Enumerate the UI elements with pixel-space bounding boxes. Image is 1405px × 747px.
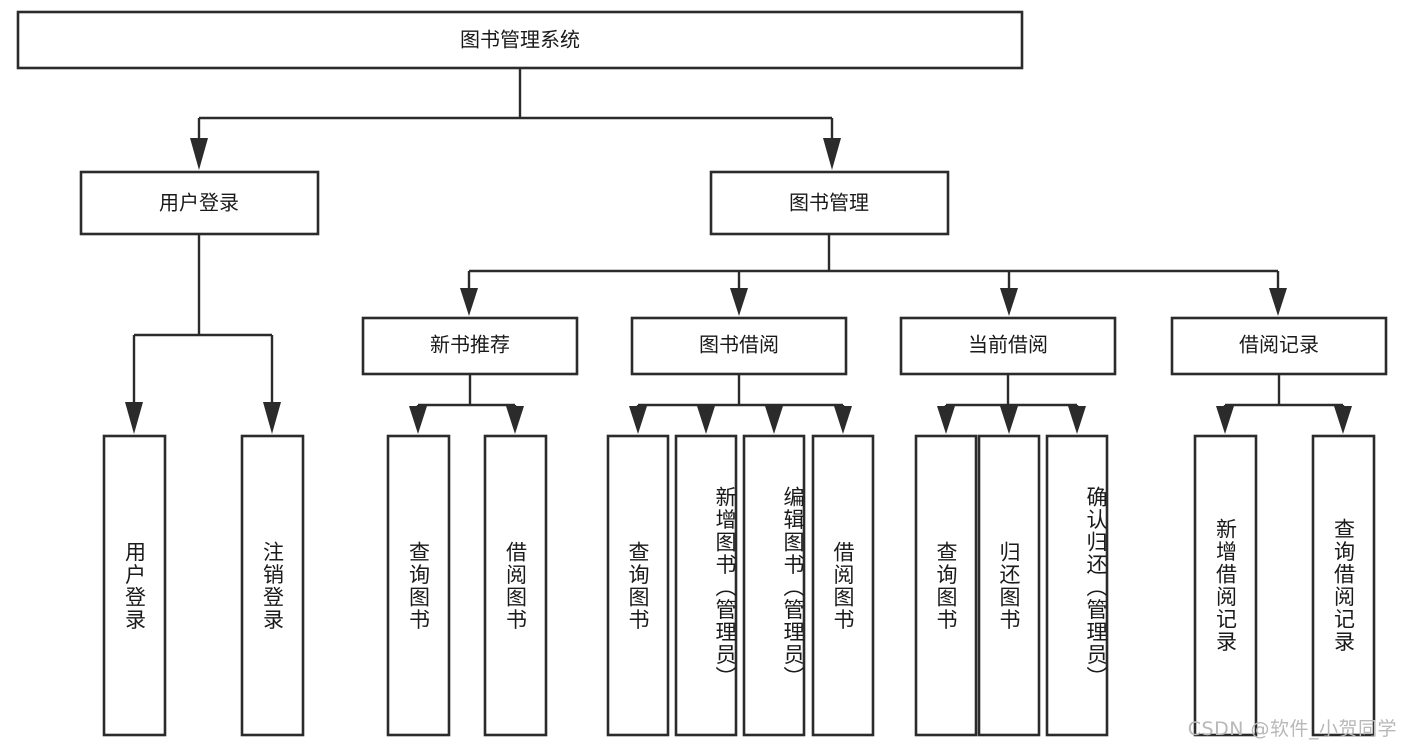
- node-new-book-recommend[interactable]: 新书推荐: [361, 316, 579, 376]
- arrow-icon: [765, 406, 783, 434]
- connector-root-to-level2: [190, 68, 841, 170]
- arrow-icon: [834, 406, 852, 434]
- leaf-box[interactable]: [674, 434, 738, 737]
- arrow-icon: [730, 288, 748, 316]
- arrow-icon: [937, 406, 955, 434]
- node-root[interactable]: 图书管理系统: [16, 10, 1024, 70]
- arrow-icon: [409, 406, 427, 434]
- arrow-icon: [1269, 288, 1287, 316]
- level3-label: 新书推荐: [430, 333, 510, 357]
- level3-label: 图书借阅: [699, 333, 779, 357]
- leaf-box[interactable]: [977, 434, 1041, 737]
- arrow-icon: [506, 406, 524, 434]
- node-borrow-record[interactable]: 借阅记录: [1170, 316, 1388, 376]
- arrow-icon: [629, 406, 647, 434]
- arrow-icon: [697, 406, 715, 434]
- arrow-icon: [125, 402, 143, 434]
- leaf-box[interactable]: [1311, 434, 1376, 737]
- connector-borrowrecord-to-leaves: [1216, 374, 1352, 434]
- level3-box[interactable]: [630, 316, 848, 376]
- arrow-icon: [460, 288, 478, 316]
- arrow-icon: [1334, 406, 1352, 434]
- level3-box[interactable]: [899, 316, 1117, 376]
- level2-label: 用户登录: [159, 191, 239, 215]
- watermark-text: CSDN @软件_小贺同学: [1187, 718, 1397, 740]
- root-label: 图书管理系统: [460, 28, 580, 52]
- arrow-icon: [1000, 406, 1018, 434]
- arrow-icon: [1216, 406, 1234, 434]
- connector-userlogin-to-leaves: [125, 234, 281, 434]
- node-user-login[interactable]: 用户登录: [79, 170, 320, 236]
- leaf-box[interactable]: [1193, 434, 1258, 737]
- level3-label: 当前借阅: [968, 333, 1048, 357]
- arrow-icon: [1068, 406, 1086, 434]
- arrow-icon: [823, 138, 841, 170]
- level3-box[interactable]: [1170, 316, 1388, 376]
- leaf-box[interactable]: [742, 434, 806, 737]
- node-book-management[interactable]: 图书管理: [709, 170, 950, 236]
- leaf-box[interactable]: [102, 434, 167, 737]
- leaf-box[interactable]: [386, 434, 451, 737]
- connector-currentborrow-to-leaves: [937, 374, 1086, 434]
- connector-bookmgmt-to-level3: [460, 234, 1287, 316]
- leaf-box[interactable]: [1045, 434, 1109, 737]
- level2-box[interactable]: [709, 170, 950, 236]
- arrow-icon: [263, 402, 281, 434]
- leaf-box[interactable]: [811, 434, 875, 737]
- node-book-borrow[interactable]: 图书借阅: [630, 316, 848, 376]
- root-box[interactable]: [16, 10, 1024, 70]
- level3-box[interactable]: [361, 316, 579, 376]
- connector-newbook-to-leaves: [409, 374, 524, 434]
- level3-label: 借阅记录: [1239, 333, 1319, 357]
- arrow-icon: [1000, 288, 1018, 316]
- leaf-box[interactable]: [483, 434, 548, 737]
- arrow-icon: [190, 138, 208, 170]
- leaf-box[interactable]: [606, 434, 670, 737]
- level2-label: 图书管理: [789, 191, 869, 215]
- node-current-borrow[interactable]: 当前借阅: [899, 316, 1117, 376]
- leaf-box[interactable]: [240, 434, 305, 737]
- leaf-box[interactable]: [914, 434, 978, 737]
- connector-bookborrow-to-leaves: [629, 374, 852, 434]
